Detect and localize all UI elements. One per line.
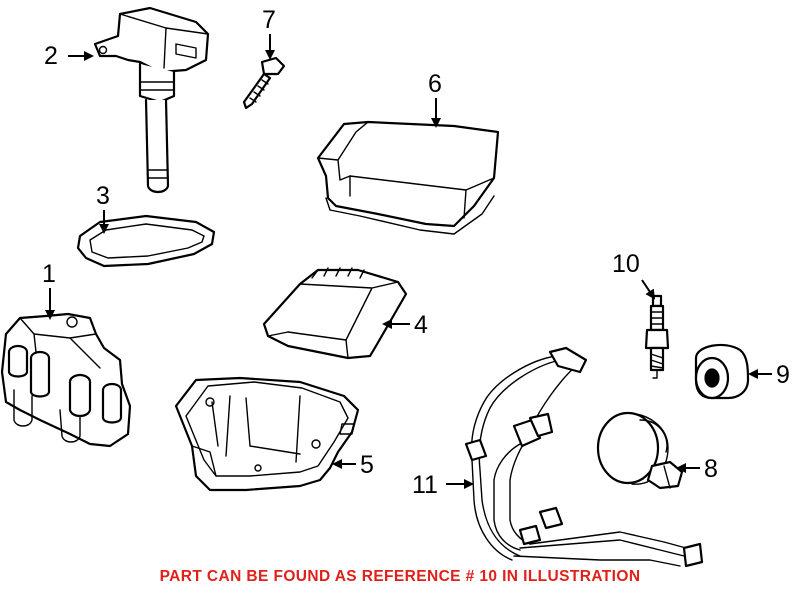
callout-2: 2	[44, 42, 58, 70]
distributor-cap-part	[596, 411, 684, 490]
callout-9: 9	[776, 361, 790, 389]
bolt-part	[242, 56, 286, 110]
gasket-part	[76, 214, 216, 268]
tray-part	[174, 376, 360, 492]
reference-note: PART CAN BE FOUND AS REFERENCE # 10 IN I…	[159, 568, 641, 585]
leader-line-10	[641, 279, 656, 300]
callout-3: 3	[96, 182, 110, 210]
spark-plug-part	[644, 294, 670, 379]
callout-10: 10	[612, 250, 640, 278]
grommet-part	[694, 343, 750, 400]
callout-11: 11	[412, 471, 438, 499]
ignition-coil-part	[93, 6, 210, 194]
callout-1: 1	[42, 260, 56, 288]
callout-4: 4	[414, 311, 428, 339]
module-cover-part	[316, 120, 500, 235]
ecu-part	[262, 267, 408, 360]
distributor-part	[0, 312, 132, 448]
ignition-wire-set-part	[464, 346, 704, 568]
callout-8: 8	[704, 455, 718, 483]
callout-7: 7	[262, 6, 276, 34]
callout-6: 6	[428, 70, 442, 98]
callout-5: 5	[360, 451, 374, 479]
